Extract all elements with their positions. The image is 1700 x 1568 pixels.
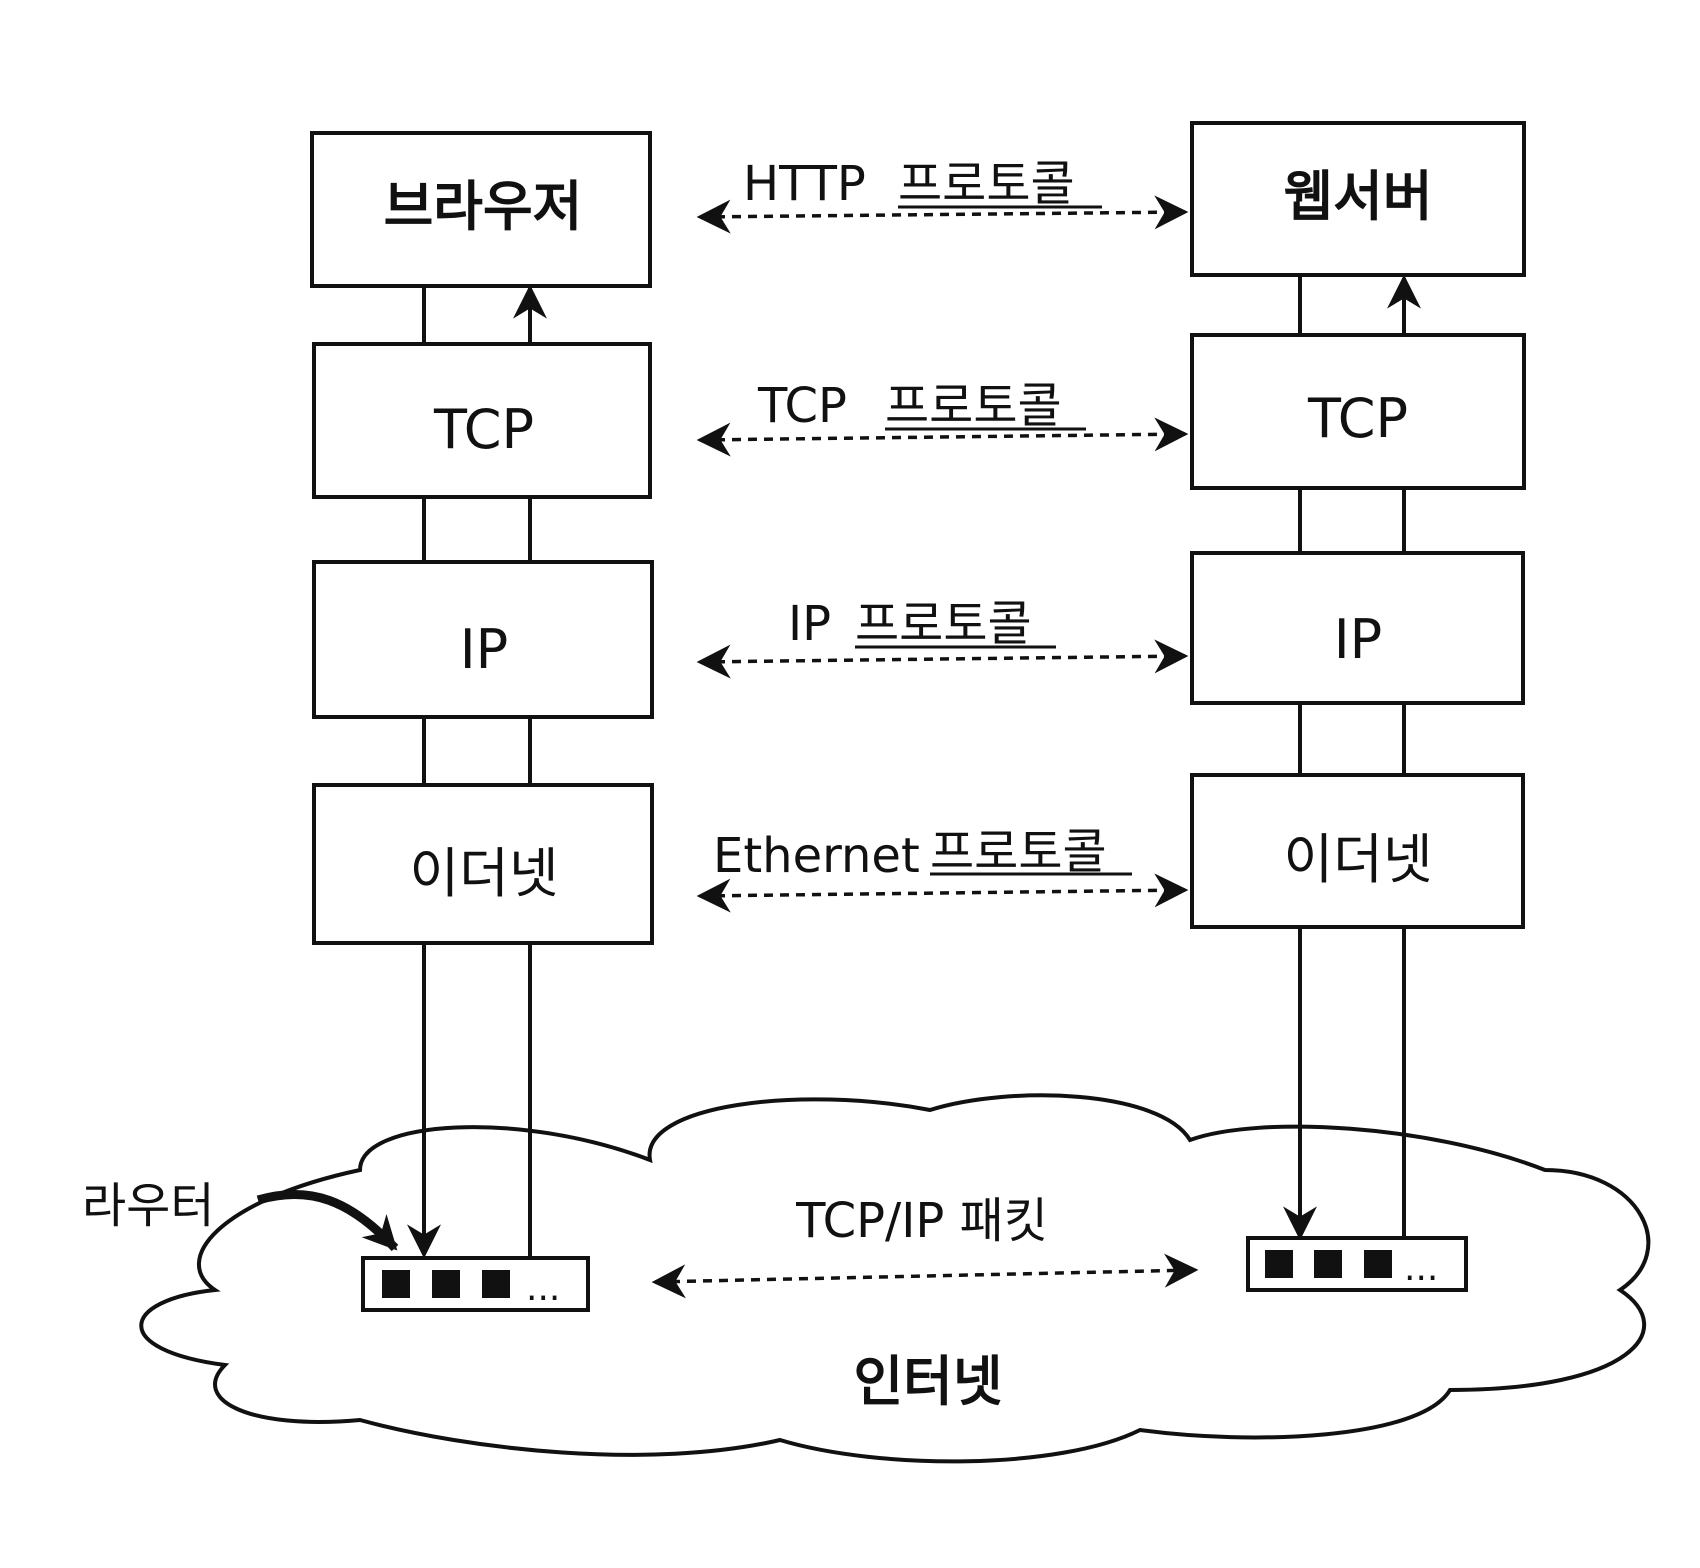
right-tcp-box <box>1190 333 1526 490</box>
right-ip-label: IP <box>1334 608 1383 671</box>
left-router: ... <box>361 1256 590 1312</box>
ethernet-protocol-suffix: 프로토콜 <box>930 824 1107 880</box>
right-tcp-label: TCP <box>1307 387 1408 450</box>
ip-protocol: IP 프로토콜 <box>696 596 1189 679</box>
right-ethernet-label: 이더넷 <box>1283 828 1432 891</box>
right-ip-box <box>1190 551 1525 705</box>
left-tcp-box <box>312 342 652 499</box>
router-pointer-arrow <box>256 1189 399 1252</box>
http-protocol-suffix: 프로토콜 <box>898 156 1075 212</box>
http-protocol: HTTP 프로토콜 <box>696 156 1189 234</box>
right-stack <box>1190 121 1526 1241</box>
ip-protocol-suffix: 프로토콜 <box>855 596 1032 652</box>
packet-flow: TCP/IP 패킷 <box>651 1193 1199 1299</box>
left-router-dots: ... <box>526 1268 560 1309</box>
tcp-protocol: TCP 프로토콜 <box>696 378 1189 457</box>
right-ethernet-box <box>1190 773 1525 929</box>
router-callout: 라우터 <box>82 1178 399 1252</box>
tcp-protocol-suffix: 프로토콜 <box>885 378 1062 434</box>
left-stack <box>310 131 654 1259</box>
router-label: 라우터 <box>82 1178 214 1234</box>
http-protocol-name: HTTP <box>743 156 866 212</box>
ip-protocol-name: IP <box>788 596 831 652</box>
left-ethernet-box <box>312 783 654 945</box>
webserver-label: 웹서버 <box>1283 165 1432 228</box>
webserver-box <box>1190 121 1526 277</box>
packet-label: TCP/IP 패킷 <box>795 1193 1048 1249</box>
tcp-protocol-name: TCP <box>757 378 847 434</box>
browser-label: 브라우저 <box>384 175 583 238</box>
left-ip-box <box>312 560 654 719</box>
ethernet-protocol: Ethernet 프로토콜 <box>696 824 1189 913</box>
left-tcp-label: TCP <box>433 398 534 461</box>
left-ethernet-label: 이더넷 <box>409 842 558 905</box>
browser-box <box>310 131 652 288</box>
right-router: ... <box>1246 1236 1468 1292</box>
left-ip-label: IP <box>460 618 509 681</box>
ethernet-protocol-name: Ethernet <box>713 828 920 884</box>
right-router-dots: ... <box>1404 1248 1438 1289</box>
internet-label: 인터넷 <box>853 1350 1002 1413</box>
